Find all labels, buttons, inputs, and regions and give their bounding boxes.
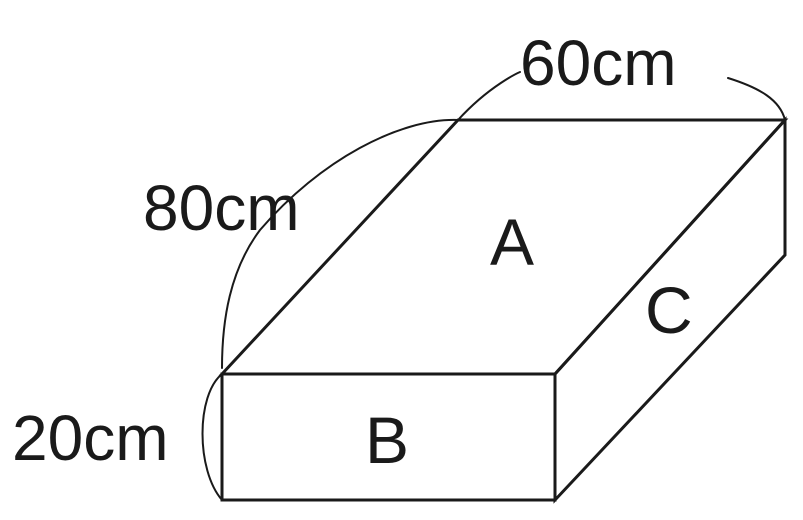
depth-label: 80cm xyxy=(143,172,300,244)
width-dimension-arc xyxy=(457,71,786,121)
height-label: 20cm xyxy=(12,402,169,474)
face-label-B: B xyxy=(365,403,409,477)
height-dimension-arc xyxy=(201,373,223,501)
face-label-A: A xyxy=(490,205,534,279)
face-label-C: C xyxy=(645,273,693,347)
side-face-C xyxy=(553,116,787,504)
depth-dimension-arc xyxy=(221,118,459,369)
width-label: 60cm xyxy=(520,27,677,99)
